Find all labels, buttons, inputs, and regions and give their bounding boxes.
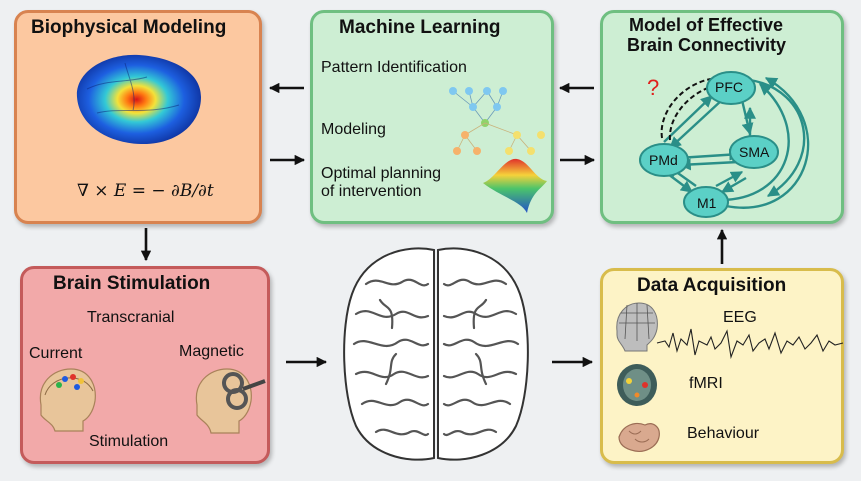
modeling-label: Modeling bbox=[321, 121, 386, 138]
node-label-pmd: PMd bbox=[649, 152, 678, 168]
connectivity-model-box: Model of Effective Brain Connectivity bbox=[600, 10, 844, 224]
node-label-sma: SMA bbox=[739, 144, 770, 160]
optimal-planning-label-2: of intervention bbox=[321, 183, 422, 200]
brain-illustration bbox=[343, 247, 529, 461]
optimization-surface-graphic bbox=[483, 158, 547, 213]
machine-learning-title: Machine Learning bbox=[339, 17, 501, 38]
neural-network-graphic bbox=[449, 87, 545, 155]
brain-field-map bbox=[76, 54, 201, 145]
connectivity-graph bbox=[639, 71, 810, 218]
unknown-connection-mark: ? bbox=[647, 75, 660, 100]
brain-stimulation-box: Brain Stimulation Transcranial Current M… bbox=[20, 266, 270, 464]
eeg-signal-trace bbox=[656, 328, 844, 360]
stimulation-label: Stimulation bbox=[89, 433, 169, 450]
connectivity-title-line-2: Brain Connectivity bbox=[627, 35, 787, 55]
current-label: Current bbox=[29, 345, 83, 362]
eeg-label: EEG bbox=[723, 309, 757, 326]
behaviour-hand-graphic bbox=[618, 422, 660, 452]
magnetic-label: Magnetic bbox=[179, 343, 244, 360]
biophysical-modeling-title: Biophysical Modeling bbox=[31, 17, 227, 38]
head-magnetic-stimulation-graphic bbox=[195, 368, 266, 434]
data-acquisition-box: Data Acquisition EEG fMRI Behaviour bbox=[600, 268, 844, 464]
maxwell-equation: ∇ × E = − ∂B/∂t bbox=[77, 181, 214, 201]
head-current-stimulation-graphic bbox=[39, 368, 96, 432]
node-pmd bbox=[639, 143, 689, 177]
fmri-label: fMRI bbox=[689, 375, 723, 392]
optimal-planning-label-1: Optimal planning bbox=[321, 165, 442, 182]
eeg-head-graphic bbox=[616, 302, 658, 352]
transcranial-label: Transcranial bbox=[87, 309, 175, 326]
pattern-identification-label: Pattern Identification bbox=[321, 59, 467, 76]
connectivity-title-line-1: Model of Effective bbox=[629, 15, 784, 35]
data-acquisition-title: Data Acquisition bbox=[637, 275, 787, 296]
brain-stimulation-title: Brain Stimulation bbox=[53, 273, 211, 294]
fmri-brain-scan-graphic bbox=[617, 364, 657, 406]
node-label-pfc: PFC bbox=[715, 79, 743, 95]
node-label-m1: M1 bbox=[697, 195, 717, 211]
node-sma bbox=[729, 135, 779, 169]
node-m1 bbox=[683, 186, 729, 218]
behaviour-label: Behaviour bbox=[687, 425, 760, 442]
biophysical-modeling-box: Biophysical Modeling ∇ × E = − ∂B/∂t bbox=[14, 10, 262, 224]
machine-learning-box: Machine Learning Pattern Identification … bbox=[310, 10, 554, 224]
node-pfc bbox=[706, 71, 756, 105]
